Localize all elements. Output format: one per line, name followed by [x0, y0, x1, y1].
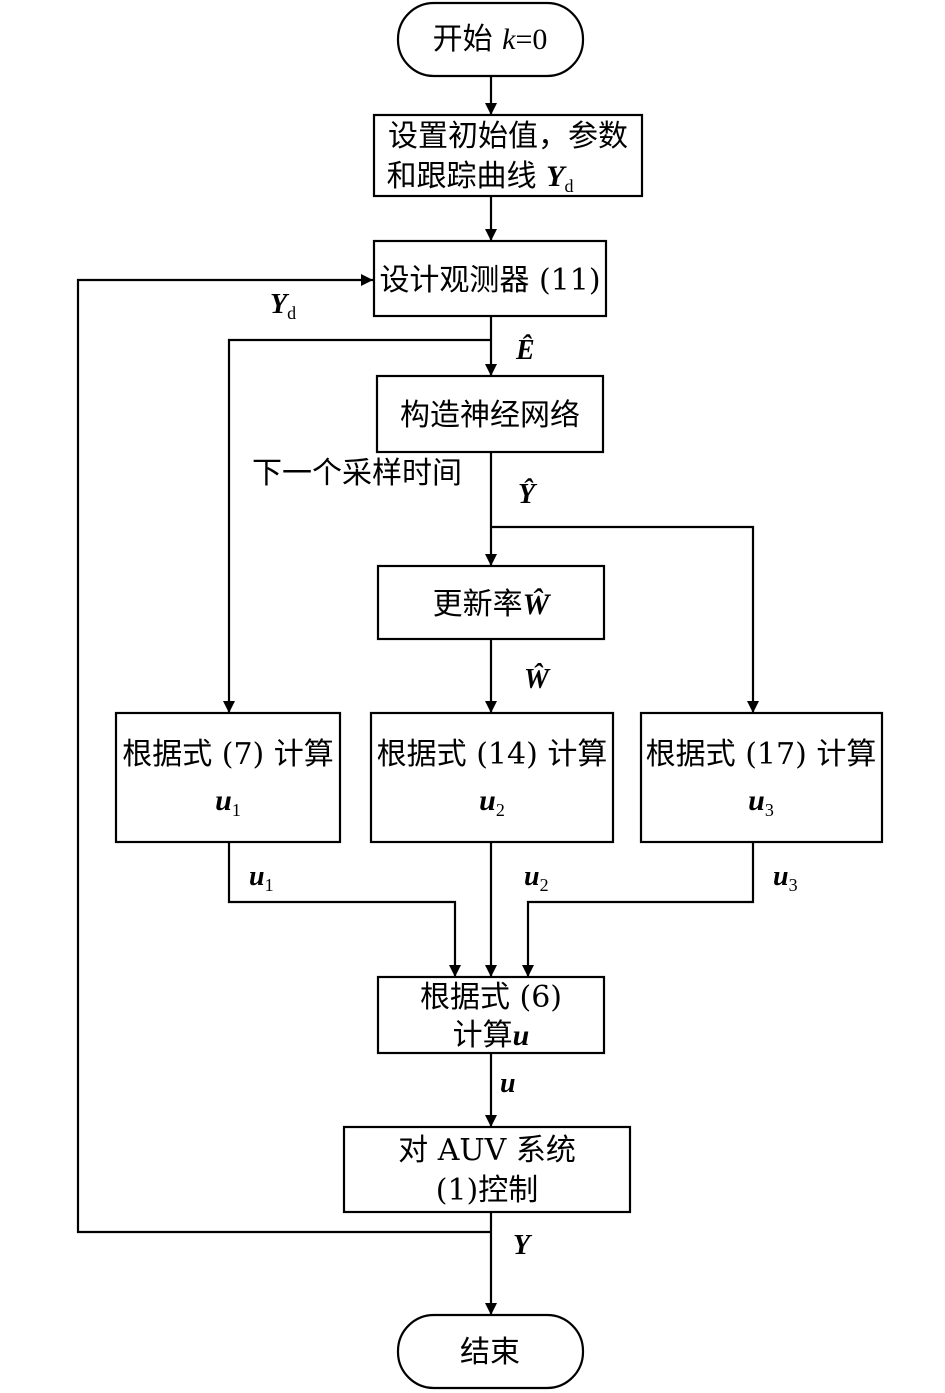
control-node: 对 AUV 系统 (1)控制: [342, 1125, 632, 1214]
svg-text:根据式 (7) 计算: 根据式 (7) 计算: [122, 737, 334, 772]
arrow-calc3-to-combine: [522, 842, 755, 977]
label-w-hat: Ŵ: [524, 663, 551, 695]
combine-node: 根据式 (6) 计算u: [376, 975, 606, 1055]
svg-text:根据式 (6): 根据式 (6): [420, 980, 562, 1015]
svg-text:对 AUV 系统: 对 AUV 系统: [398, 1133, 576, 1168]
svg-text:开始 k=0: 开始 k=0: [433, 22, 548, 57]
arrow-calc1-to-combine: [227, 842, 461, 977]
label-u2: u2: [524, 861, 549, 895]
svg-text:u3: u3: [748, 784, 774, 820]
label-e-hat: Ê: [515, 335, 535, 366]
calc-u1-node: 根据式 (7) 计算 u1: [114, 711, 342, 844]
calc-u2-node: 根据式 (14) 计算 u2: [369, 711, 615, 844]
calc-u3-node: 根据式 (17) 计算 u3: [639, 711, 884, 844]
svg-text:计算u: 计算u: [453, 1018, 530, 1053]
arrow-yhat-to-calc3: [491, 525, 759, 713]
start-node: 开始 k=0: [396, 1, 585, 78]
label-yd: Yd: [270, 289, 296, 323]
svg-text:设置初始值，参数: 设置初始值，参数: [388, 119, 628, 154]
svg-text:构造神经网络: 构造神经网络: [400, 398, 580, 433]
label-u: u: [500, 1068, 516, 1099]
svg-text:(1)控制: (1)控制: [436, 1173, 539, 1208]
end-node: 结束: [396, 1313, 585, 1390]
label-y: Y: [513, 1230, 533, 1261]
label-y-hat: Ŷ: [518, 479, 538, 510]
svg-text:更新率Ŵ: 更新率Ŵ: [433, 587, 552, 622]
observer-node: 设计观测器 (11): [372, 239, 608, 318]
svg-text:根据式 (14) 计算: 根据式 (14) 计算: [377, 737, 608, 772]
update-node: 更新率Ŵ: [376, 564, 606, 641]
init-node: 设置初始值，参数 和跟踪曲线 Yd: [372, 113, 644, 198]
label-u1: u1: [249, 861, 274, 895]
svg-text:设计观测器 (11): 设计观测器 (11): [379, 263, 600, 298]
connectors: [76, 76, 759, 1315]
svg-text:根据式 (17) 计算: 根据式 (17) 计算: [646, 737, 877, 772]
nn-node: 构造神经网络: [375, 374, 605, 454]
svg-text:u2: u2: [479, 784, 505, 820]
label-u3: u3: [773, 861, 798, 895]
arrow-ehat-to-calc1: [223, 338, 491, 713]
svg-text:u1: u1: [215, 784, 241, 820]
arrow-feedback-loop: [76, 274, 491, 1234]
label-next-sample: 下一个采样时间: [252, 456, 462, 491]
svg-text:结束: 结束: [460, 1335, 520, 1370]
svg-text:和跟踪曲线 Yd: 和跟踪曲线 Yd: [387, 159, 574, 196]
